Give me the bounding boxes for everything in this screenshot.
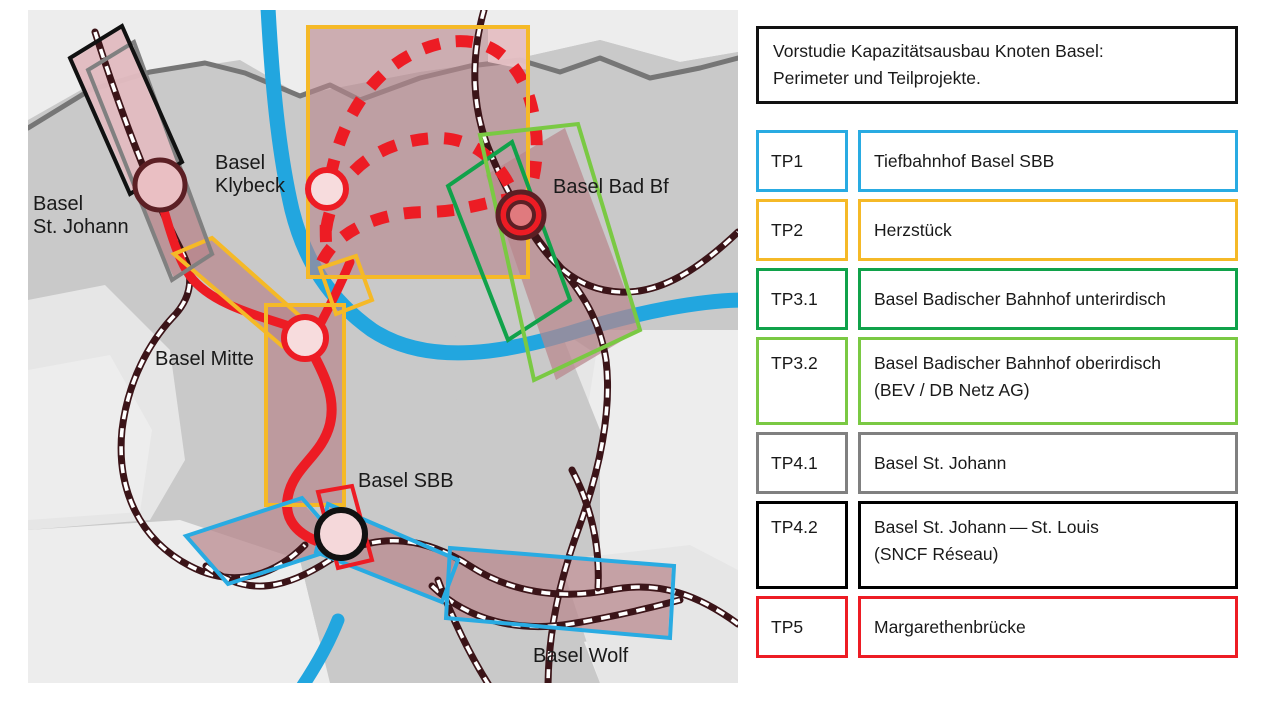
legend-title-box: Vorstudie Kapazitätsausbau Knoten Basel:… [756,26,1238,104]
basel-rail-network-map [28,10,738,683]
perimeter-tp2-river-crossing[interactable] [317,253,375,317]
corridor-band-sbb-west [188,500,342,583]
legend-row-tp2[interactable]: TP2 Herzstück [756,199,1238,261]
railway-wolf-south-spur [434,576,492,683]
legend-code-tp1: TP1 [756,130,848,192]
legend-code-tp3-2: TP3.2 [756,337,848,425]
map-panel: Basel St. Johann Basel Klybeck Basel Bad… [28,10,738,683]
legend-desc-tp2: Herzstück [858,199,1238,261]
station-marker-basel-bad-bf[interactable] [495,189,547,241]
legend-code-tp4-1: TP4.1 [756,432,848,494]
legend-desc-tp3-1: Basel Badischer Bahnhof unterirdisch [858,268,1238,330]
legend-row-tp4-2[interactable]: TP4.2 Basel St. Johann — St. Louis (SNCF… [756,501,1238,589]
legend-panel: Vorstudie Kapazitätsausbau Knoten Basel:… [752,0,1280,720]
railway-bad-bf-east-branch [516,208,738,296]
perimeter-tp2-mitte[interactable] [264,303,346,507]
station-marker-basel-sbb[interactable] [314,507,368,561]
perimeter-tp4-2-st-johann-st-louis[interactable] [67,23,185,197]
perimeter-tp3-2-bad-bf-surface[interactable] [477,121,643,383]
legend-desc-tp4-1: Basel St. Johann [858,432,1238,494]
station-marker-basel-mitte[interactable] [281,314,329,362]
railway-wolf-loop-south [428,582,684,631]
legend-code-tp4-2: TP4.2 [756,501,848,589]
legend-row-tp4-1[interactable]: TP4.1 Basel St. Johann [756,432,1238,494]
legend-desc-tp1: Tiefbahnhof Basel SBB [858,130,1238,192]
legend-row-tp3-1[interactable]: TP3.1 Basel Badischer Bahnhof unterirdis… [756,268,1238,330]
perimeter-tp3-1-bad-bf-underground[interactable] [445,138,573,344]
perimeter-tp2-herzstueck[interactable] [306,25,530,279]
legend-code-tp2: TP2 [756,199,848,261]
legend-row-tp5[interactable]: TP5 Margarethenbrücke [756,596,1238,658]
legend-title-text: Vorstudie Kapazitätsausbau Knoten Basel:… [773,41,1104,88]
legend-desc-tp4-2: Basel St. Johann — St. Louis (SNCF Résea… [858,501,1238,589]
legend-code-tp3-1: TP3.1 [756,268,848,330]
red-link-st-johann-mitte [155,191,305,335]
legend-desc-tp3-2: Basel Badischer Bahnhof oberirdisch (BEV… [858,337,1238,425]
perimeter-tp1-wolf[interactable] [443,545,677,641]
legend-desc-tp5: Margarethenbrücke [858,596,1238,658]
station-marker-basel-klybeck[interactable] [305,167,349,211]
corridor-band-st-johann-north [72,26,180,192]
railway-wolf-northeast-spur [568,466,602,592]
red-link-mitte-sbb-scurve [282,339,337,548]
perimeter-tp4-1-st-johann[interactable] [85,39,215,284]
legend-row-tp1[interactable]: TP1 Tiefbahnhof Basel SBB [756,130,1238,192]
station-marker-basel-st-johann[interactable] [132,157,188,213]
legend-code-tp5: TP5 [756,596,848,658]
railway-sbb-wolf-north [202,537,738,628]
rhine-river-branch-south [296,613,345,683]
tunnel-route-outer [319,35,543,243]
legend-row-tp3-2[interactable]: TP3.2 Basel Badischer Bahnhof oberirdisc… [756,337,1238,425]
